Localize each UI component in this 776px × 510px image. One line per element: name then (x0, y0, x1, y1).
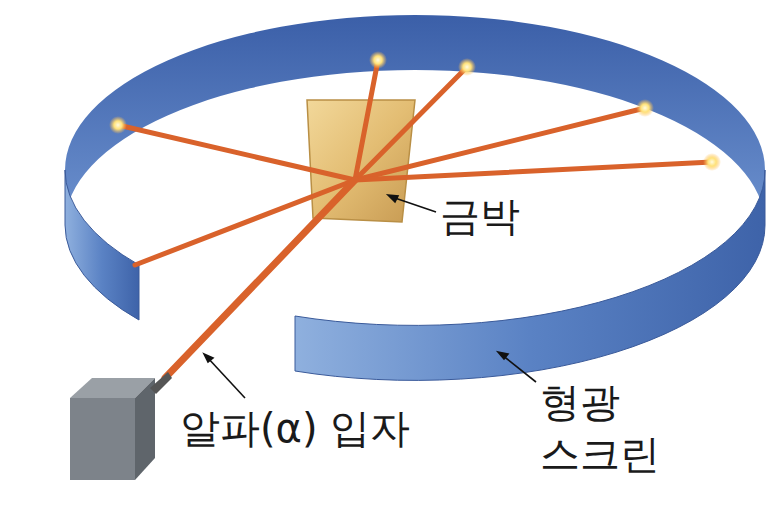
glow-dots (109, 51, 721, 171)
screen-back (65, 15, 765, 225)
screen-front-left (65, 170, 139, 320)
foil-label: 금박 (440, 190, 520, 242)
scattered-beams (118, 60, 712, 265)
alpha-source (70, 372, 172, 480)
screen-label: 형광 스크린 (540, 376, 670, 480)
alpha-beam (165, 180, 355, 378)
alpha-label: 알파(α) 입자 (180, 402, 410, 454)
